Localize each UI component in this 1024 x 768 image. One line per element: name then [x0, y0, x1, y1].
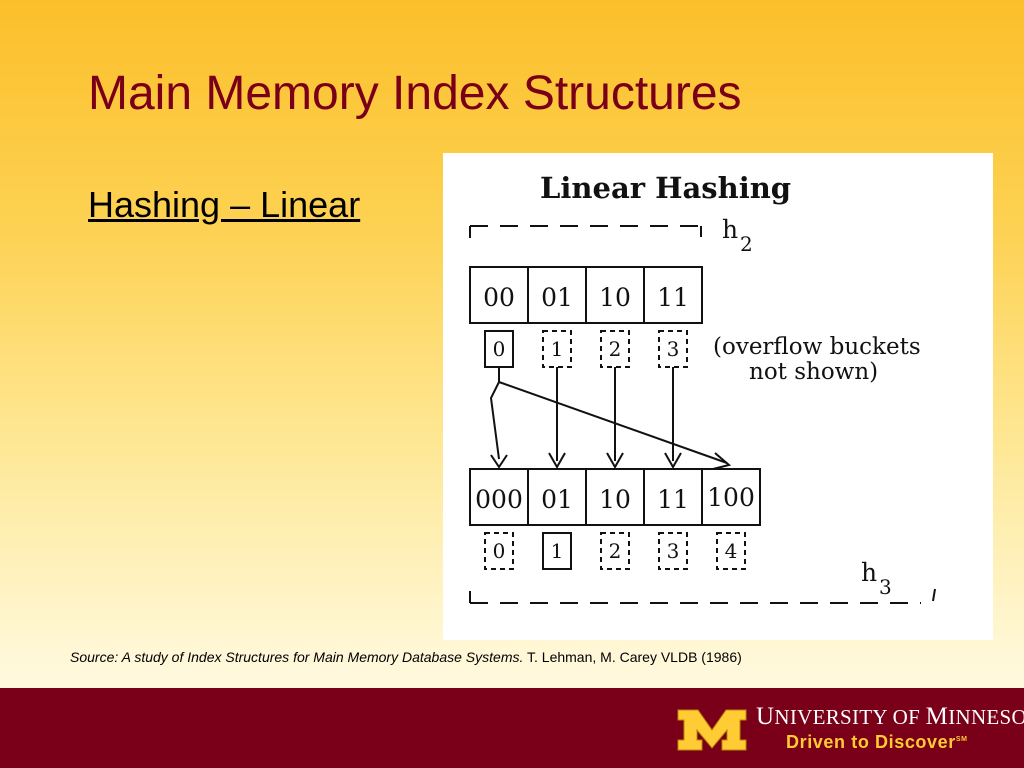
slide-subtitle: Hashing – Linear — [88, 184, 361, 225]
overflow-note-line1: (overflow buckets — [713, 334, 921, 360]
bottom-number-3: 3 — [667, 539, 680, 563]
top-number-3: 3 — [667, 337, 680, 361]
bottom-bucket-0: 000 — [475, 485, 523, 514]
bottom-hash-label: h — [861, 558, 877, 587]
top-hash-label: h — [722, 215, 738, 244]
top-bucket-3: 11 — [657, 283, 689, 312]
bottom-bucket-1: 01 — [541, 485, 573, 514]
linear-hashing-figure: Linear Hashing h 2 00 01 10 11 0 1 — [443, 153, 993, 640]
university-block-m-logo — [677, 709, 747, 751]
university-name: UNIVERSITY OF MINNESOTA — [756, 703, 1024, 730]
footer-bar — [0, 688, 1024, 768]
bottom-number-1: 1 — [551, 539, 564, 563]
split-arrows — [489, 367, 732, 470]
top-number-2: 2 — [609, 337, 622, 361]
top-bucket-2: 10 — [599, 283, 631, 312]
top-number-0: 0 — [493, 337, 506, 361]
top-number-1: 1 — [551, 337, 564, 361]
bottom-bucket-2: 10 — [599, 485, 631, 514]
figure-title: Linear Hashing — [540, 171, 791, 205]
bottom-number-row — [484, 532, 746, 570]
top-bucket-1: 01 — [541, 283, 573, 312]
top-bracket — [469, 225, 702, 238]
source-authors: T. Lehman, M. Carey VLDB (1986) — [523, 649, 742, 665]
source-citation: Source: A study of Index Structures for … — [70, 649, 742, 665]
bottom-number-0: 0 — [493, 539, 506, 563]
bottom-number-2: 2 — [609, 539, 622, 563]
bottom-bucket-3: 11 — [657, 485, 689, 514]
top-hash-subscript: 2 — [740, 232, 753, 256]
top-bucket-row: 00 01 10 11 — [469, 266, 703, 324]
bottom-bucket-4: 100 — [707, 483, 755, 512]
bottom-bucket-row: 000 01 10 11 100 — [469, 468, 761, 526]
bottom-hash-subscript: 3 — [879, 575, 892, 599]
bottom-bracket — [469, 588, 936, 604]
bottom-number-4: 4 — [725, 539, 738, 563]
linear-hashing-diagram: Linear Hashing h 2 00 01 10 11 0 1 — [469, 171, 936, 604]
source-title: Source: A study of Index Structures for … — [70, 649, 524, 665]
slide-title: Main Memory Index Structures — [88, 67, 742, 120]
top-bucket-0: 00 — [483, 283, 515, 312]
university-tagline: Driven to DiscoverSM — [786, 732, 968, 752]
top-number-row — [484, 330, 688, 368]
overflow-note-line2: not shown) — [749, 359, 878, 385]
